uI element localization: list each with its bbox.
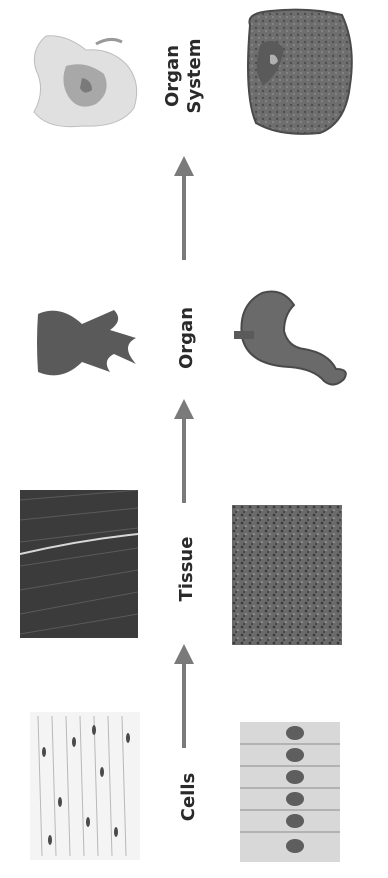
- stage-label-organ: Organ: [176, 298, 200, 378]
- digestive-system-image: [26, 30, 144, 134]
- stage-label-cells: Cells: [178, 762, 202, 832]
- muscle-tissue-image: [20, 490, 138, 638]
- arrow-up-icon: [172, 152, 196, 262]
- stage-label-organ-system: Organ System: [162, 28, 210, 124]
- stomach-icon: [232, 285, 352, 395]
- arrow-up-icon: [172, 395, 196, 505]
- epithelial-cells-image: [240, 722, 340, 862]
- tooth-icon: [32, 302, 142, 384]
- heart-cross-section-image: [240, 5, 358, 140]
- epithelial-tissue-image: [232, 505, 342, 645]
- muscle-cells-image: [30, 712, 140, 860]
- stage-label-tissue: Tissue: [176, 529, 200, 609]
- arrow-up-icon: [172, 640, 196, 750]
